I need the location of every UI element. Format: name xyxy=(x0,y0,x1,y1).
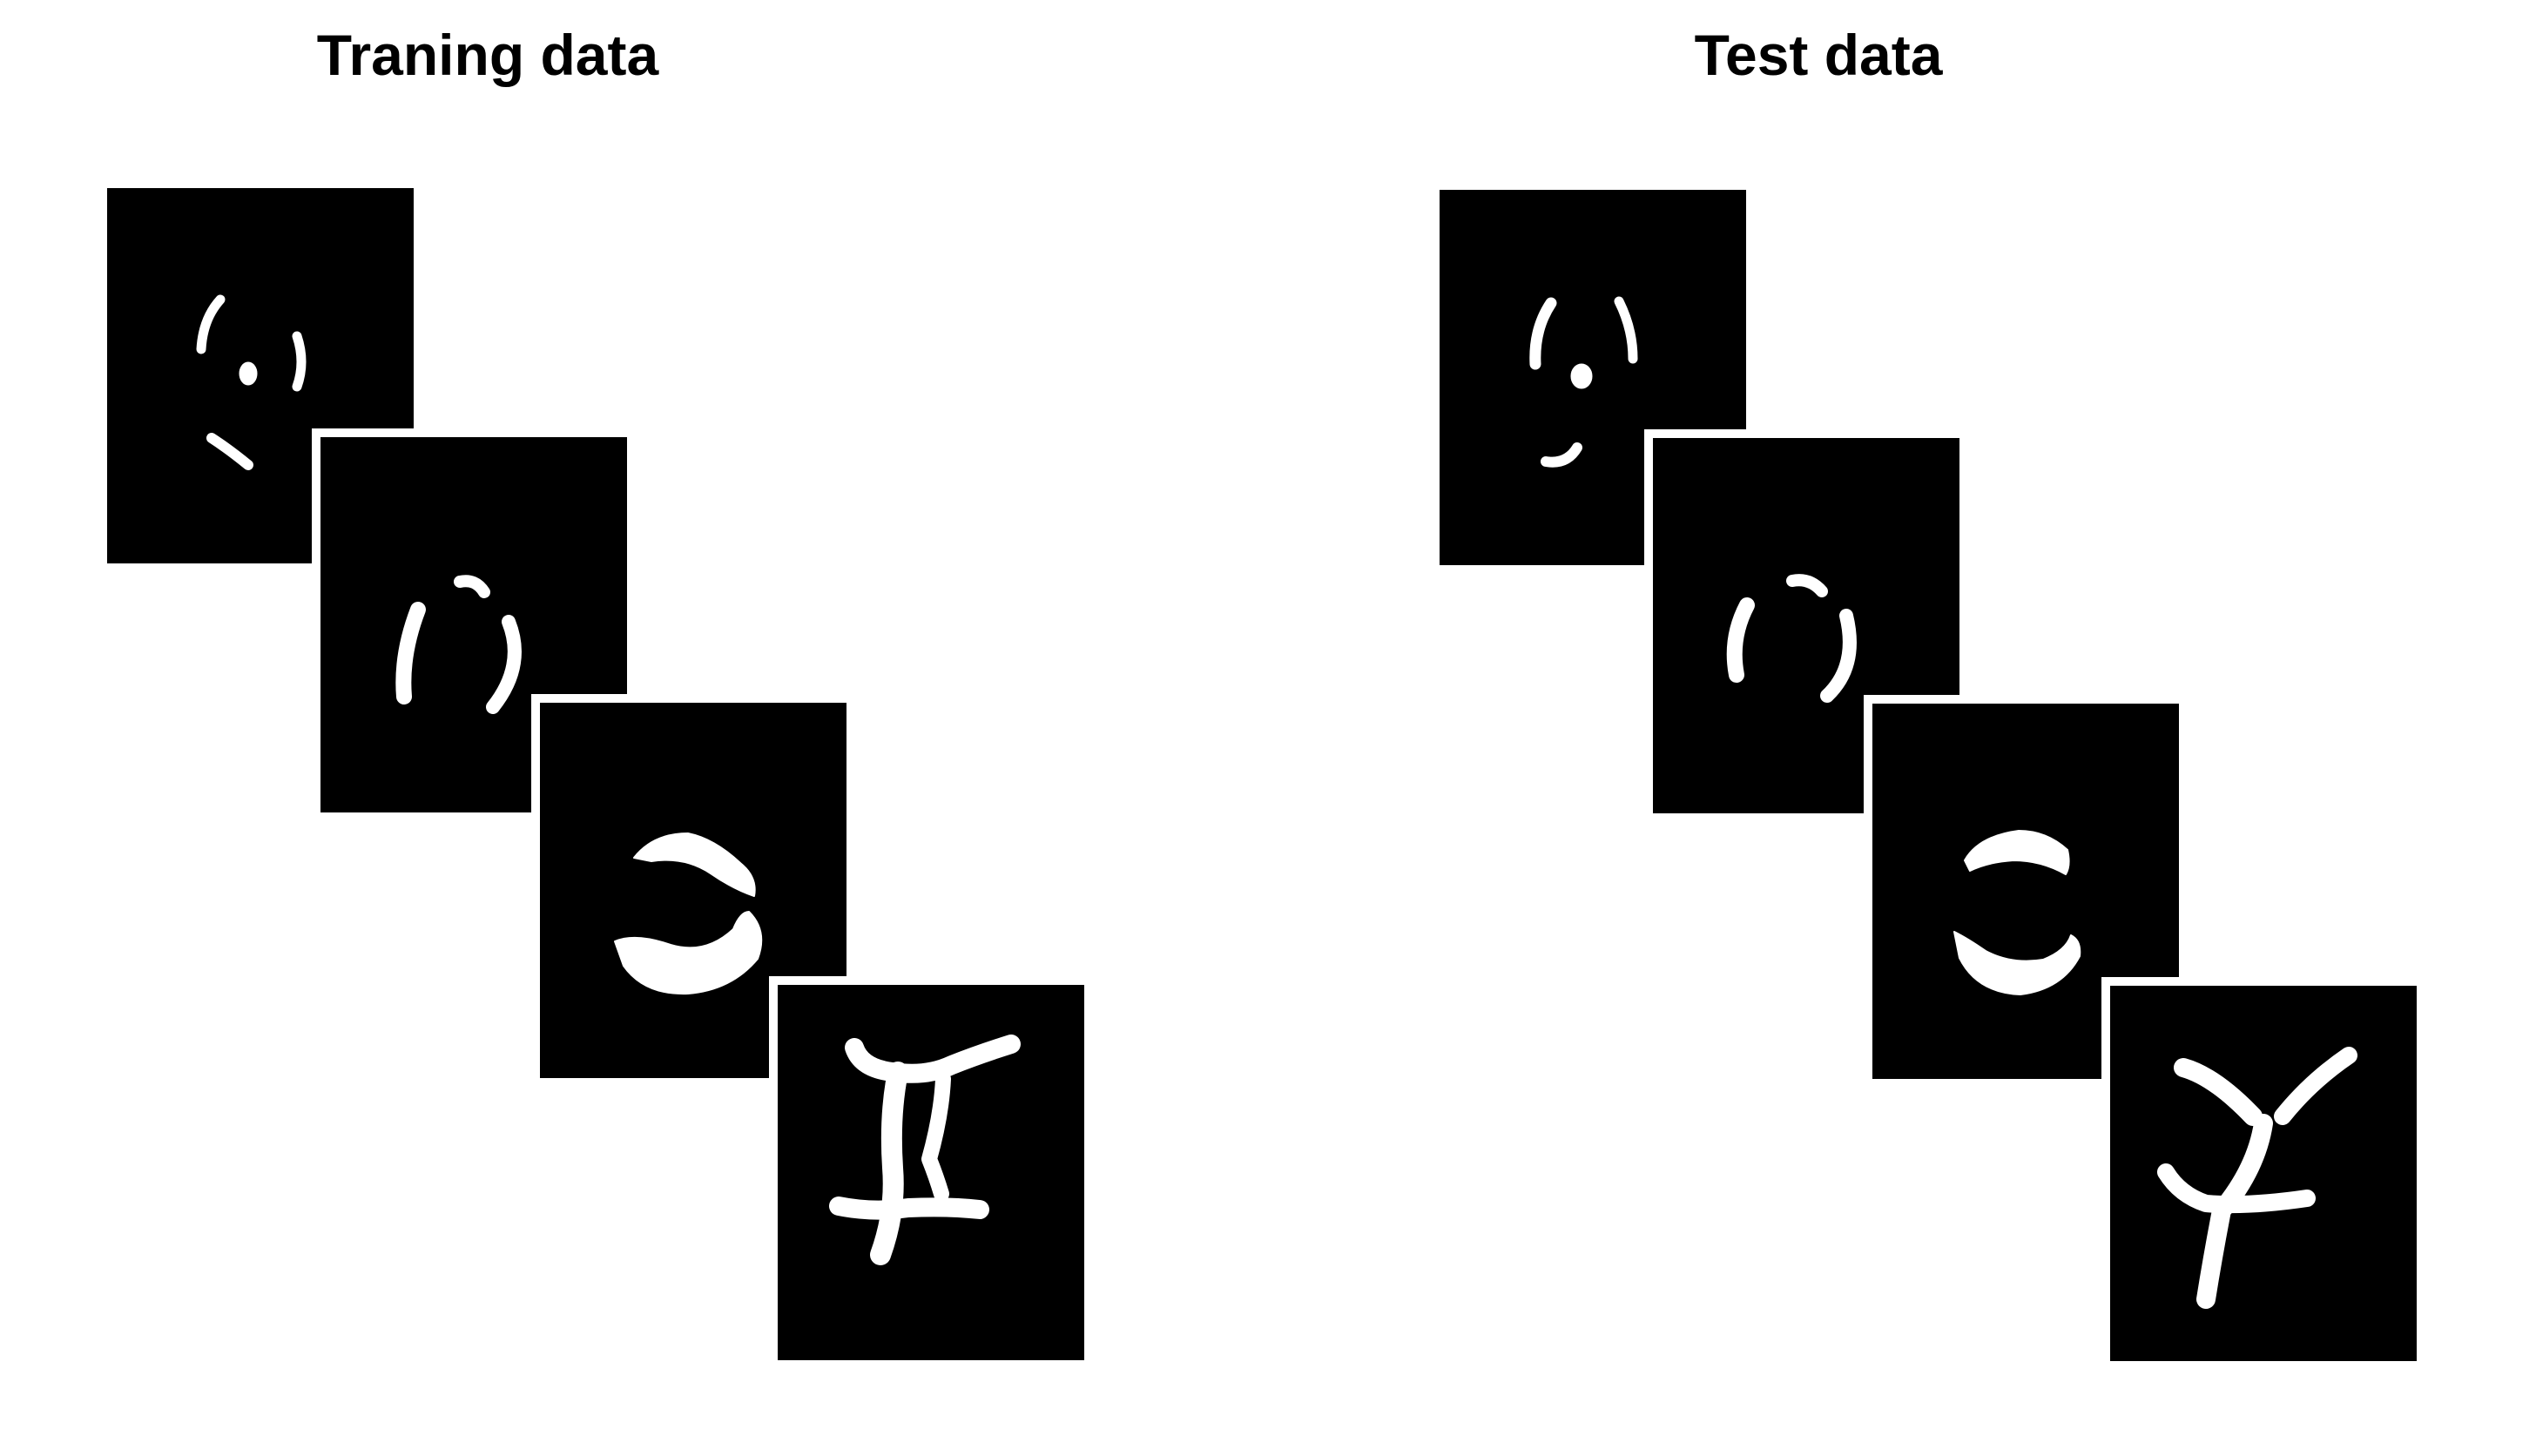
training-image-2 xyxy=(395,575,522,714)
test-shape-bottom-mark xyxy=(1541,442,1582,468)
training-shape-lower-blob xyxy=(614,911,763,995)
training-shape-dot xyxy=(239,361,258,386)
training-data-title: Traning data xyxy=(316,23,659,87)
test-shape-dot xyxy=(1570,363,1593,389)
training-shape-top-mark xyxy=(454,575,490,598)
training-shape-right-arc xyxy=(486,615,522,714)
test-shape-left-arc xyxy=(1726,597,1755,683)
test-shape-right-arc xyxy=(1614,296,1638,364)
test-image-2 xyxy=(1726,574,1857,703)
training-shape-right-branch xyxy=(921,1071,951,1202)
test-image-frame-4 xyxy=(2101,977,2425,1370)
test-shape-right-branch xyxy=(2274,1047,2357,1125)
training-shape-upper-blob xyxy=(633,832,756,897)
test-data-title: Test data xyxy=(1694,23,1943,87)
training-shape-stem xyxy=(870,1062,908,1265)
test-shape-lower-blob xyxy=(1953,931,2081,995)
training-image-1 xyxy=(196,294,307,470)
test-shape-upper-blob xyxy=(1964,830,2070,875)
training-shape-left-arc xyxy=(395,602,426,704)
training-shape-left-arc xyxy=(196,294,226,354)
test-image-3 xyxy=(1953,830,2081,995)
test-shape-right-arc xyxy=(1820,609,1857,703)
training-image-frame-4 xyxy=(769,976,1093,1369)
test-shape-cross-bar xyxy=(2157,1163,2316,1214)
test-shape-left-arc xyxy=(1529,297,1557,370)
training-shape-top-bar xyxy=(845,1035,1021,1083)
test-shape-top-mark xyxy=(1786,574,1828,597)
training-image-3 xyxy=(614,832,763,995)
training-shape-cross-bar xyxy=(829,1196,989,1220)
training-shape-right-arc xyxy=(292,331,307,392)
training-shape-bottom-mark xyxy=(206,433,253,470)
test-image-1 xyxy=(1529,296,1638,468)
training-image-4 xyxy=(829,1035,1021,1265)
test-image-4 xyxy=(2157,1047,2357,1309)
test-shape-left-branch xyxy=(2174,1058,2263,1126)
